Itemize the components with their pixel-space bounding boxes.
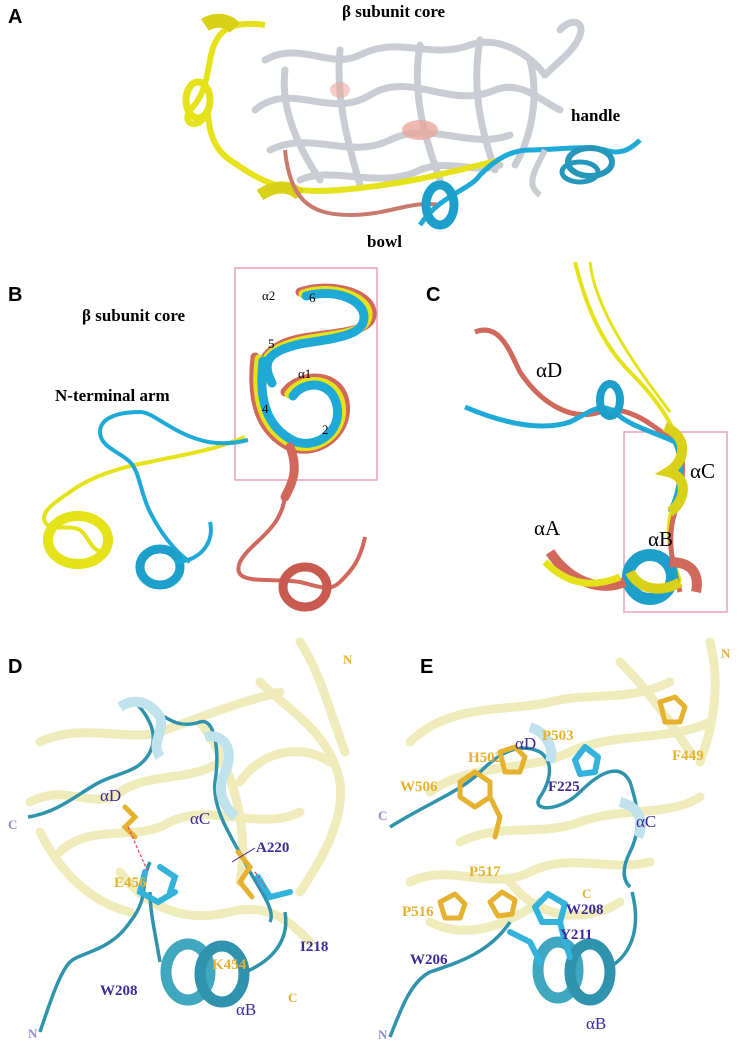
label-beta-subunit-core: β subunit core (342, 2, 446, 21)
terminus-n-top: N (343, 652, 353, 667)
residue-label-p517: P517 (469, 864, 501, 880)
strand-label-1: 1 (286, 320, 293, 335)
residue-label-w506: W506 (400, 779, 438, 795)
strand-label-4: 4 (262, 401, 269, 416)
panel-e: E (370, 622, 739, 1050)
residue-label-w208: W208 (100, 983, 138, 999)
strand-label-5: 5 (268, 336, 275, 351)
helix-label-a1: α1 (298, 366, 312, 381)
residue-label-h502: H502 (468, 750, 503, 766)
panel-a-ribbon (182, 13, 642, 230)
helix-label-aC: αC (190, 809, 211, 828)
panel-e-ribbon (388, 637, 720, 1038)
helix-label-aB: αB (586, 1014, 607, 1033)
residue-label-i218: I218 (300, 939, 329, 955)
terminus-n-bottom: N (378, 1027, 388, 1042)
helix-label-aC: αC (636, 812, 657, 831)
residue-label-a220: A220 (256, 840, 290, 856)
residue-label-w206: W206 (410, 952, 448, 968)
strand-label-2: 2 (285, 300, 292, 315)
terminus-c-mid: C (582, 886, 592, 901)
helix-label-aC: αC (690, 459, 716, 483)
terminus-c-low: C (288, 990, 298, 1005)
residue-label-w208: W208 (566, 902, 604, 918)
panel-label-d: D (8, 656, 23, 678)
strand-label-2b: 2 (322, 422, 329, 437)
helix-label-aA: αA (534, 516, 561, 540)
panel-label-e: E (420, 656, 434, 678)
helix-label-aB: αB (648, 527, 674, 551)
helix-label-aD: αD (536, 358, 563, 382)
panel-c-ribbon (464, 262, 728, 613)
residue-label-p516: P516 (402, 904, 434, 920)
panel-d: D (0, 622, 370, 1050)
residue-label-k454: K454 (212, 957, 247, 973)
core-highlight-box (234, 267, 378, 481)
panel-b: B β subunit core N-terminal arm α2 α1 1 … (0, 262, 400, 622)
label-handle: handle (571, 106, 621, 125)
residue-label-f449: F449 (672, 748, 704, 764)
residue-label-p503: P503 (542, 728, 574, 744)
label-bowl: bowl (367, 232, 402, 251)
helix-label-aD: αD (515, 734, 537, 753)
terminus-n-bottom: N (28, 1026, 38, 1041)
beta-core-ribbons (251, 18, 585, 189)
panel-label-a: A (8, 6, 23, 28)
panel-label-b: B (8, 284, 23, 306)
residue-label-f225: F225 (548, 779, 580, 795)
label-n-terminal-arm: N-terminal arm (55, 386, 170, 405)
helix-label-aD: αD (100, 786, 122, 805)
strand-label-6: 6 (309, 290, 316, 305)
terminus-c-left: C (378, 808, 388, 823)
strand-label-3: 3 (290, 418, 297, 433)
terminus-n-top: N (721, 646, 731, 661)
panel-label-c: C (426, 284, 441, 306)
helix-label-aB: αB (236, 1000, 257, 1019)
residue-label-e456: E456 (114, 875, 147, 891)
terminus-c-left: C (8, 817, 18, 832)
panel-d-ribbon (25, 637, 350, 1033)
label-beta-subunit-core: β subunit core (82, 306, 186, 325)
panel-c: C αD αC αA αB (400, 262, 739, 622)
residue-label-y211: Y211 (560, 927, 593, 943)
helix-label-a2: α2 (262, 288, 276, 303)
panel-b-ribbon (42, 267, 378, 612)
panel-a: A β subunit core handle bowl (0, 0, 739, 260)
